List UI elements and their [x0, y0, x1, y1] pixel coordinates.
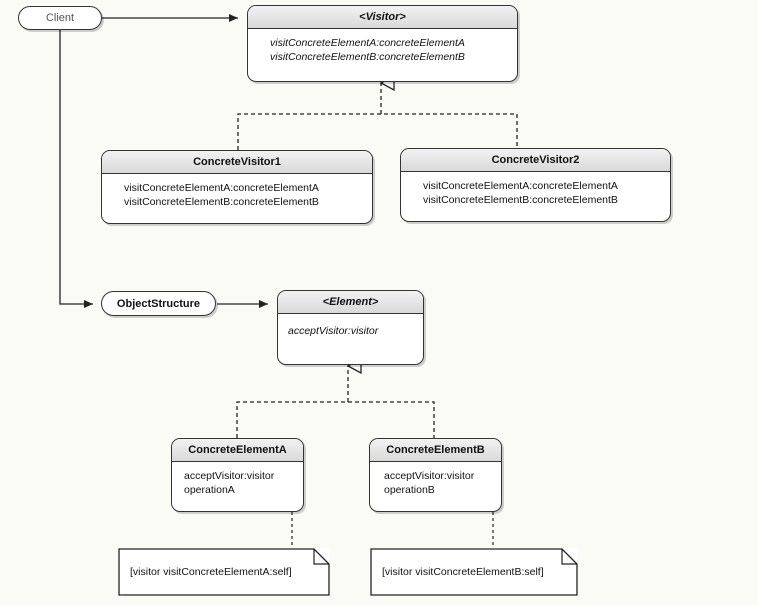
element-inheritance-branches — [236, 401, 435, 438]
visitor-class-name: <Visitor> — [248, 6, 517, 29]
note-b-text: [visitor visitConcreteElementB:self] — [382, 566, 544, 578]
concrete-element-b-operations: acceptVisitor:visitor operationB — [370, 462, 501, 497]
concrete-element-b-name: ConcreteElementB — [370, 439, 501, 462]
client-node[interactable]: Client — [18, 6, 102, 30]
concrete-visitor-2-operations: visitConcreteElementA:concreteElementA v… — [401, 172, 670, 207]
element-class-name: <Element> — [278, 291, 423, 314]
concrete-visitor-2-class[interactable]: ConcreteVisitor2 visitConcreteElementA:c… — [400, 148, 671, 222]
element-operations: acceptVisitor:visitor — [278, 314, 423, 338]
visitor-operation: visitConcreteElementA:concreteElementA — [270, 37, 465, 49]
note-b: [visitor visitConcreteElementB:self] — [370, 548, 578, 596]
note-a-text: [visitor visitConcreteElementA:self] — [130, 566, 292, 578]
concrete-visitor-2-operation: visitConcreteElementB:concreteElementB — [423, 194, 618, 206]
element-class[interactable]: <Element> acceptVisitor:visitor — [277, 290, 424, 365]
concrete-element-a-operations: acceptVisitor:visitor operationA — [172, 462, 303, 497]
concrete-visitor-1-operation: visitConcreteElementB:concreteElementB — [124, 196, 319, 208]
note-b-outline — [370, 548, 578, 596]
concrete-visitor-1-class[interactable]: ConcreteVisitor1 visitConcreteElementA:c… — [101, 150, 373, 224]
visitor-operation: visitConcreteElementB:concreteElementB — [270, 51, 465, 63]
object-structure-node[interactable]: ObjectStructure — [101, 291, 216, 316]
concrete-element-b-class[interactable]: ConcreteElementB acceptVisitor:visitor o… — [369, 438, 502, 512]
client-label: Client — [45, 12, 75, 24]
visitor-inheritance-branches — [237, 113, 518, 150]
concrete-visitor-1-operation: visitConcreteElementA:concreteElementA — [124, 182, 319, 194]
client-to-objectstructure-arrow — [59, 30, 93, 308]
concrete-element-b-operation: operationB — [384, 484, 435, 496]
concrete-element-a-class[interactable]: ConcreteElementA acceptVisitor:visitor o… — [171, 438, 304, 512]
concrete-element-a-name: ConcreteElementA — [172, 439, 303, 462]
concrete-visitor-2-operation: visitConcreteElementA:concreteElementA — [423, 180, 618, 192]
concrete-visitor-1-operations: visitConcreteElementA:concreteElementA v… — [102, 174, 372, 209]
visitor-class[interactable]: <Visitor> visitConcreteElementA:concrete… — [247, 5, 518, 82]
note-a-outline — [118, 548, 330, 596]
concrete-visitor-1-name: ConcreteVisitor1 — [102, 151, 372, 174]
visitor-operations: visitConcreteElementA:concreteElementA v… — [248, 29, 517, 64]
object-structure-label: ObjectStructure — [116, 297, 201, 310]
concrete-element-b-operation: acceptVisitor:visitor — [384, 470, 475, 482]
concrete-element-a-operation: operationA — [184, 484, 235, 496]
concrete-visitor-2-name: ConcreteVisitor2 — [401, 149, 670, 172]
element-operation: acceptVisitor:visitor — [288, 325, 379, 337]
concrete-element-a-operation: acceptVisitor:visitor — [184, 470, 275, 482]
note-a: [visitor visitConcreteElementA:self] — [118, 548, 330, 596]
